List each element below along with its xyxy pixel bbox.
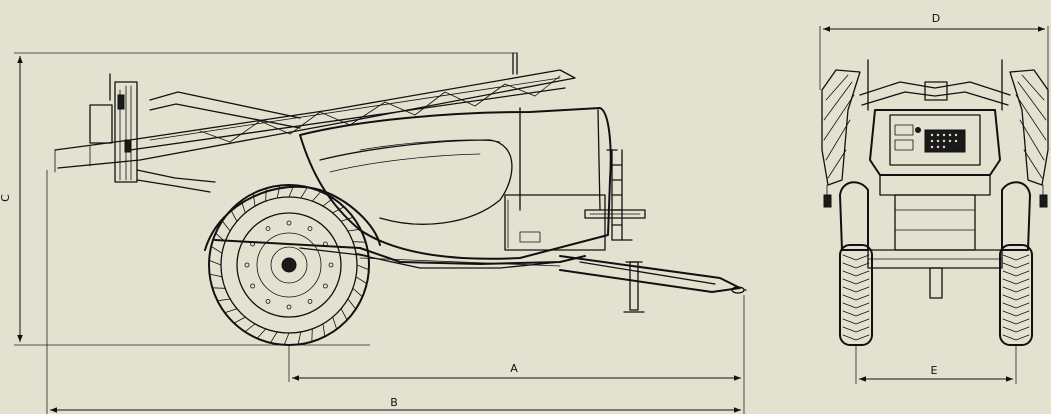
dimension-label-d: D — [932, 12, 940, 25]
dimension-labels: A B C D E — [0, 11, 944, 409]
rear-frame — [823, 174, 1048, 299]
dimension-label-b: B — [390, 396, 398, 409]
rear-view — [821, 59, 1049, 346]
rear-linkage — [859, 59, 1011, 111]
rear-wheel-left — [839, 244, 873, 346]
boom-pack-left — [821, 69, 861, 186]
lift-frame — [89, 73, 216, 193]
dimension-label-a: A — [510, 362, 518, 375]
rear-tank — [869, 109, 1001, 176]
tank — [299, 107, 646, 260]
dimension-label-c: C — [0, 194, 12, 202]
boom-pack-right — [1009, 69, 1049, 186]
side-view — [54, 52, 747, 346]
rear-wheel-right — [999, 244, 1033, 346]
boom-truss — [54, 52, 576, 173]
dimension-lines — [14, 26, 1049, 414]
dimension-label-e: E — [931, 364, 938, 377]
rear-wheel — [208, 184, 370, 346]
chassis — [204, 185, 747, 313]
